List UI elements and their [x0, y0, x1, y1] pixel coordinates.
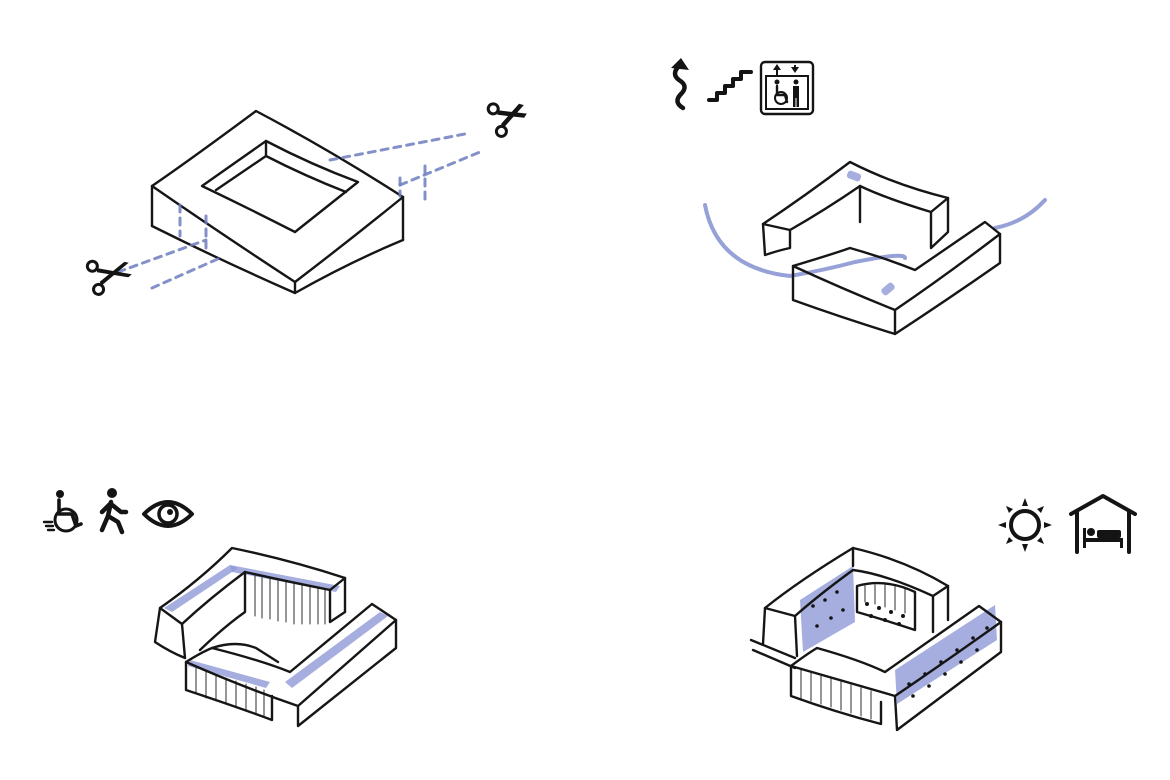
- cut-line-right: [328, 131, 482, 187]
- facade-hatch: [864, 583, 906, 614]
- block-se-inner-top: [210, 642, 280, 664]
- cut-volume-drawing: [85, 102, 527, 296]
- pedestrian-icon: [99, 488, 129, 535]
- block-nw-top: [158, 546, 347, 626]
- facade-hatch: [254, 575, 326, 625]
- block-se-sides: [184, 618, 398, 728]
- facade-hatch: [195, 667, 265, 717]
- facade-hatch: [800, 669, 872, 720]
- stair-core-marker: [846, 170, 862, 182]
- winding-arrow-icon: [671, 58, 689, 111]
- accessibility-drawing: [42, 488, 398, 728]
- block-nw-inner: [198, 570, 247, 652]
- ring-bottom-edges: [150, 224, 405, 295]
- courtyard-facade: [855, 581, 917, 632]
- accessible-walkway: [285, 612, 388, 688]
- stairs-icon: [707, 70, 753, 102]
- block-nw-sides: [761, 546, 950, 658]
- block-nw-stepped-edge: [749, 638, 797, 670]
- ring-inner-walls: [214, 139, 348, 194]
- block-nw-sides: [153, 576, 347, 660]
- stair-core-marker: [881, 282, 895, 296]
- panel-cut-volume: [0, 0, 585, 390]
- housing-bed-icon: [1069, 494, 1137, 554]
- block-se-sides: [789, 620, 1003, 732]
- cut-line-right-vertical: [398, 164, 427, 207]
- block-north-west: [761, 160, 950, 232]
- cut-line-front: [178, 203, 208, 250]
- block-se-top: [184, 602, 398, 708]
- ring-inner-opening: [200, 139, 360, 234]
- accessible-walkway: [164, 565, 238, 612]
- block-south-east-sides: [791, 232, 1002, 336]
- circulation-drawing: [671, 58, 1047, 336]
- block-se-top: [789, 604, 1003, 698]
- accessible-walkway: [188, 660, 270, 688]
- window-dots: [865, 602, 905, 626]
- scissors-icon: [85, 259, 132, 296]
- light-housing-drawing: [749, 494, 1137, 732]
- eye-icon: [142, 500, 194, 528]
- sun-icon: [998, 498, 1052, 552]
- block-north-west-sides: [761, 196, 950, 257]
- scissors-icon: [486, 102, 527, 138]
- panel-light-housing: [585, 390, 1170, 780]
- cut-line-left: [116, 238, 222, 290]
- circulation-route: [703, 203, 907, 279]
- ring-vertical-edges: [150, 184, 405, 295]
- circulation-route-right: [993, 198, 1047, 230]
- block-south-east: [791, 220, 1002, 312]
- wheelchair-icon: [42, 490, 83, 533]
- accessible-elevator-icon: [759, 60, 815, 116]
- panel-accessibility: [0, 390, 585, 780]
- window-dots: [811, 590, 989, 698]
- sunlit-facade: [800, 566, 855, 652]
- panel-circulation: [585, 0, 1170, 390]
